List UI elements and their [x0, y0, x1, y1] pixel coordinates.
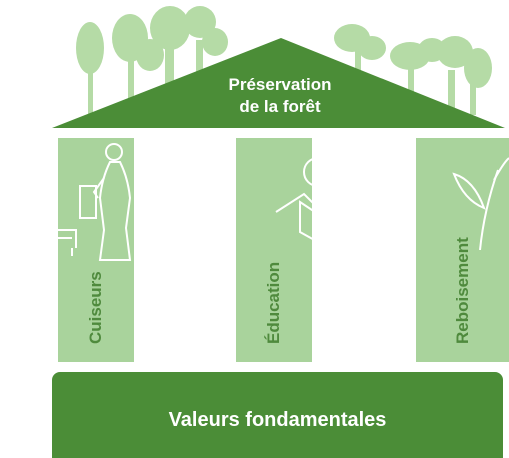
- pillar-label-education: Éducation: [264, 261, 283, 344]
- pillar-reboisement: Reboisement: [416, 138, 509, 362]
- pillar-education: Éducation: [236, 138, 312, 362]
- reading-person-icon: [275, 157, 369, 242]
- trees-icon: [76, 6, 492, 120]
- roof-triangle: [52, 38, 505, 128]
- pillar-label-cuiseurs: Cuiseurs: [86, 271, 105, 344]
- cook-stove-woman-icon: [29, 143, 132, 261]
- pillar-label-reboisement: Reboisement: [452, 237, 472, 344]
- roof-title: Préservation de la forêt: [150, 74, 410, 118]
- foundation-label: Valeurs fondamentales: [168, 409, 387, 431]
- roof-title-line-2: de la forêt: [239, 97, 321, 116]
- seedling-icon: [452, 157, 509, 250]
- roof-title-line-1: Préservation: [228, 75, 332, 94]
- foundation-base: Valeurs fondamentales: [52, 372, 503, 458]
- forest-roof: [52, 6, 505, 128]
- pillar-cuiseurs: Cuiseurs: [58, 138, 134, 362]
